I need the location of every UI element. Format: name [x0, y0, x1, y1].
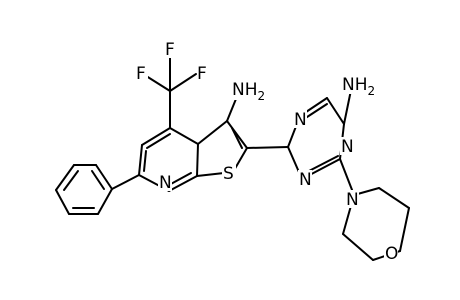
phenyl-ring — [55, 164, 113, 215]
triazine-nitrogen-top: N — [294, 110, 307, 130]
triazine-morpholine-bond — [339, 158, 355, 196]
morpholine-nitrogen: N — [346, 190, 359, 210]
pyridine-ring — [138, 127, 199, 192]
trifluoromethyl-group — [142, 54, 197, 129]
thiophene-amine-label: NH2 — [232, 80, 265, 103]
morpholine-oxygen: O — [385, 244, 398, 264]
triazine-amine-bond — [343, 89, 352, 125]
fluorine-top: F — [165, 40, 175, 60]
fluorine-left: F — [136, 64, 146, 84]
thiophene-sulfur: S — [223, 164, 234, 184]
triazine-nitrogen-bottom: N — [299, 170, 312, 190]
pyridine-nitrogen: N — [159, 173, 172, 193]
triazine-nitrogen-right: N — [341, 137, 354, 157]
triazine-amine-label: NH2 — [342, 75, 375, 98]
phenyl-pyridine-bond — [111, 174, 140, 190]
thiophene-triazine-bond — [246, 146, 289, 149]
fluorine-right: F — [197, 64, 207, 84]
